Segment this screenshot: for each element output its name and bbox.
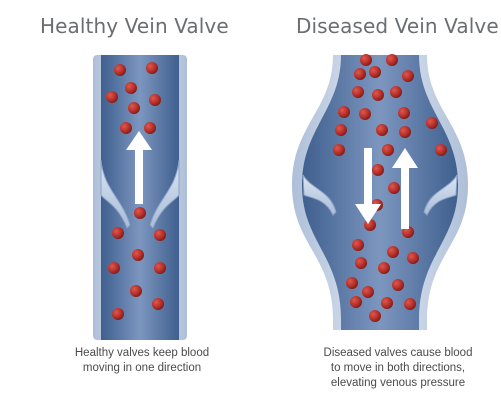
diseased-caption: Diseased valves cause blood to move in b… bbox=[300, 346, 496, 391]
diseased-caption-line: elevating venous pressure bbox=[300, 376, 496, 391]
healthy-caption: Healthy valves keep blood moving in one … bbox=[52, 346, 232, 376]
diseased-caption-line: Diseased valves cause blood bbox=[300, 346, 496, 361]
healthy-caption-line: Healthy valves keep blood bbox=[52, 346, 232, 361]
healthy-caption-line: moving in one direction bbox=[52, 361, 232, 376]
diseased-vein bbox=[292, 54, 468, 330]
healthy-vein bbox=[93, 55, 187, 340]
diseased-caption-line: to move in both directions, bbox=[300, 361, 496, 376]
